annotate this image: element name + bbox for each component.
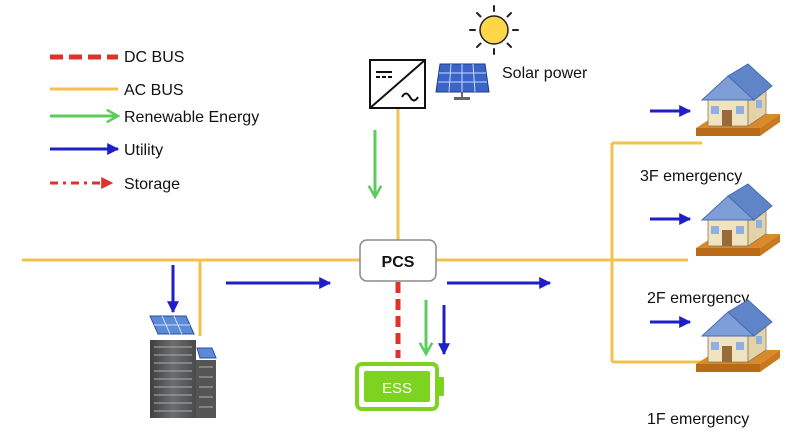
legend: DC BUS AC BUS Renewable Energy Utility S…: [50, 49, 259, 193]
house-1f-label: 1F emergency: [647, 411, 749, 428]
legend-storage: Storage: [50, 176, 180, 193]
pcs-label: PCS: [382, 254, 415, 271]
solar-power-label: Solar power: [502, 65, 588, 82]
legend-renewable-label: Renewable Energy: [124, 109, 259, 126]
house-3f: [696, 63, 780, 136]
inverter-icon: [369, 59, 426, 109]
legend-ac-bus-label: AC BUS: [124, 82, 184, 99]
legend-utility: Utility: [50, 142, 163, 159]
pcs-box: PCS: [359, 239, 437, 282]
flow-arrows: [167, 105, 692, 354]
solar-panel-icon: [435, 63, 490, 100]
legend-dc-bus: DC BUS: [50, 49, 184, 66]
legend-renewable: Renewable Energy: [50, 109, 259, 126]
house-icon: [696, 299, 780, 372]
legend-ac-bus: AC BUS: [50, 82, 184, 99]
legend-dc-bus-label: DC BUS: [124, 49, 184, 66]
house-2f: [696, 183, 780, 256]
ess-label: ESS: [382, 380, 412, 397]
house-icon: [696, 183, 780, 256]
legend-utility-label: Utility: [124, 142, 163, 159]
house-1f: [696, 299, 780, 372]
building-icon: [149, 315, 217, 418]
house-2f-label: 2F emergency: [647, 290, 749, 307]
legend-storage-label: Storage: [124, 176, 180, 193]
house-3f-label: 3F emergency: [640, 168, 742, 185]
sun-icon: [469, 5, 519, 55]
battery-icon: ESS: [355, 362, 444, 411]
house-icon: [696, 63, 780, 136]
ac-bus-lines: [22, 107, 702, 364]
